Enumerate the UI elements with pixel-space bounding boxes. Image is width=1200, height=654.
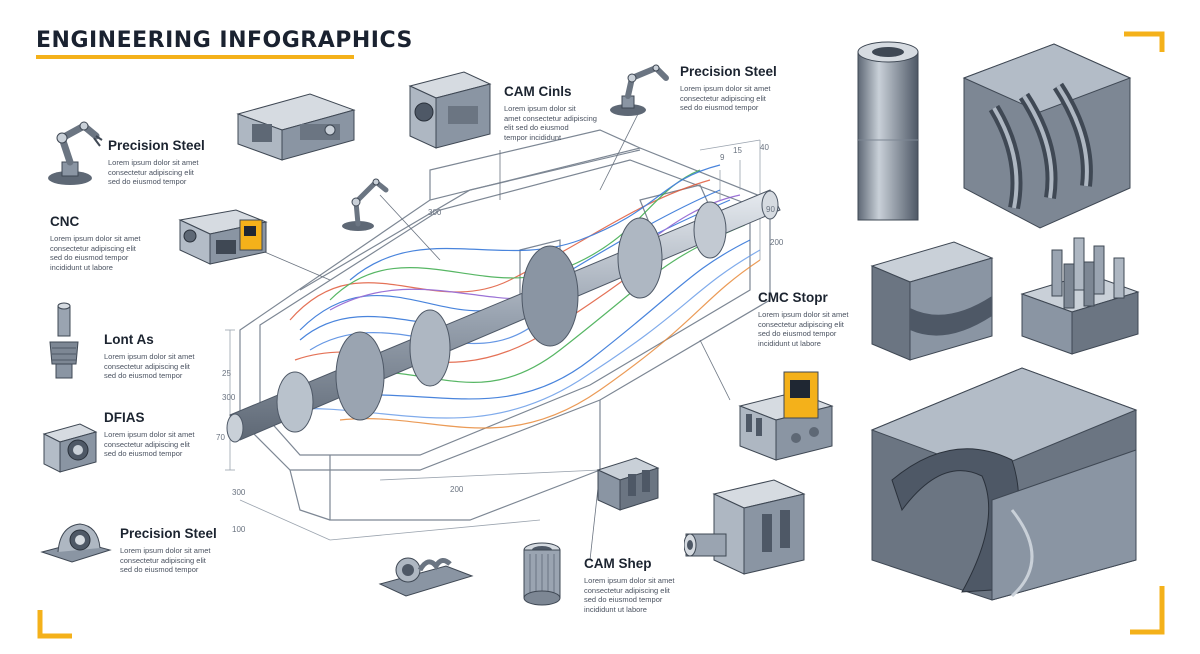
corner-bracket-top-right [1124, 31, 1165, 52]
label-heading: DFIAS [104, 410, 145, 425]
shaft-flange-icon [684, 479, 806, 575]
dim-value: 200 [770, 238, 784, 247]
label-heading: Precision Steel [108, 138, 205, 153]
dimension-values: 300 300 200 300 100 90 200 40 25 70 15 9 [216, 143, 784, 534]
dim-value: 90 [766, 205, 775, 214]
dimension-lines [225, 139, 761, 541]
cnc-machine-icon [178, 209, 268, 265]
label-heading: Precision Steel [120, 526, 217, 541]
dim-value: 300 [232, 488, 246, 497]
robot-arm-top-icon [610, 64, 669, 116]
large-steel-section-part [870, 367, 1138, 601]
bearing-block-icon [42, 423, 98, 473]
steel-cylinder-part [857, 41, 919, 221]
dim-value: 70 [216, 433, 225, 442]
label-heading: CAM Cinls [504, 84, 572, 99]
bearing-housing-section-part [962, 43, 1132, 229]
label-heading: Lont As [104, 332, 154, 347]
dim-value: 9 [720, 153, 725, 162]
robot-arm-small-icon [342, 178, 389, 231]
dim-value: 300 [428, 208, 442, 217]
clamp-bracket-icon [596, 457, 660, 511]
pump-assembly-icon [378, 557, 474, 597]
control-panel-icon [738, 371, 834, 461]
dim-value: 40 [760, 143, 769, 152]
label-precision-steel-top: Precision Steel Lorem ipsum dolor sit am… [680, 64, 777, 113]
label-precision-steel-bottom: Precision Steel Lorem ipsum dolor sit am… [120, 526, 217, 575]
corner-bracket-bottom-right [1130, 586, 1165, 635]
machined-block-icon [408, 71, 492, 149]
label-heading: CAM Shep [584, 556, 652, 571]
main-shaft [226, 189, 781, 443]
cylinder-bushing-icon [523, 542, 561, 606]
label-heading: Precision Steel [680, 64, 777, 79]
label-heading: CNC [50, 214, 80, 229]
label-precision-steel-left: Precision Steel Lorem ipsum dolor sit am… [108, 138, 205, 187]
title-underline [36, 55, 354, 59]
multi-pin-fixture-part [1020, 237, 1140, 355]
robot-arm-icon [48, 121, 103, 185]
label-heading: CMC Stopr [758, 290, 828, 305]
dim-value: 200 [450, 485, 464, 494]
dim-value: 300 [222, 393, 236, 402]
pillow-block-icon [40, 523, 112, 563]
dim-value: 15 [733, 146, 742, 155]
page-title: ENGINEERING INFOGRAPHICS [36, 28, 413, 53]
channel-block-part [870, 241, 994, 361]
frame-housing-icon [236, 93, 356, 161]
dim-value: 25 [222, 369, 231, 378]
dim-value: 100 [232, 525, 246, 534]
spindle-tool-icon [49, 302, 79, 379]
corner-bracket-bottom-left [37, 610, 72, 639]
